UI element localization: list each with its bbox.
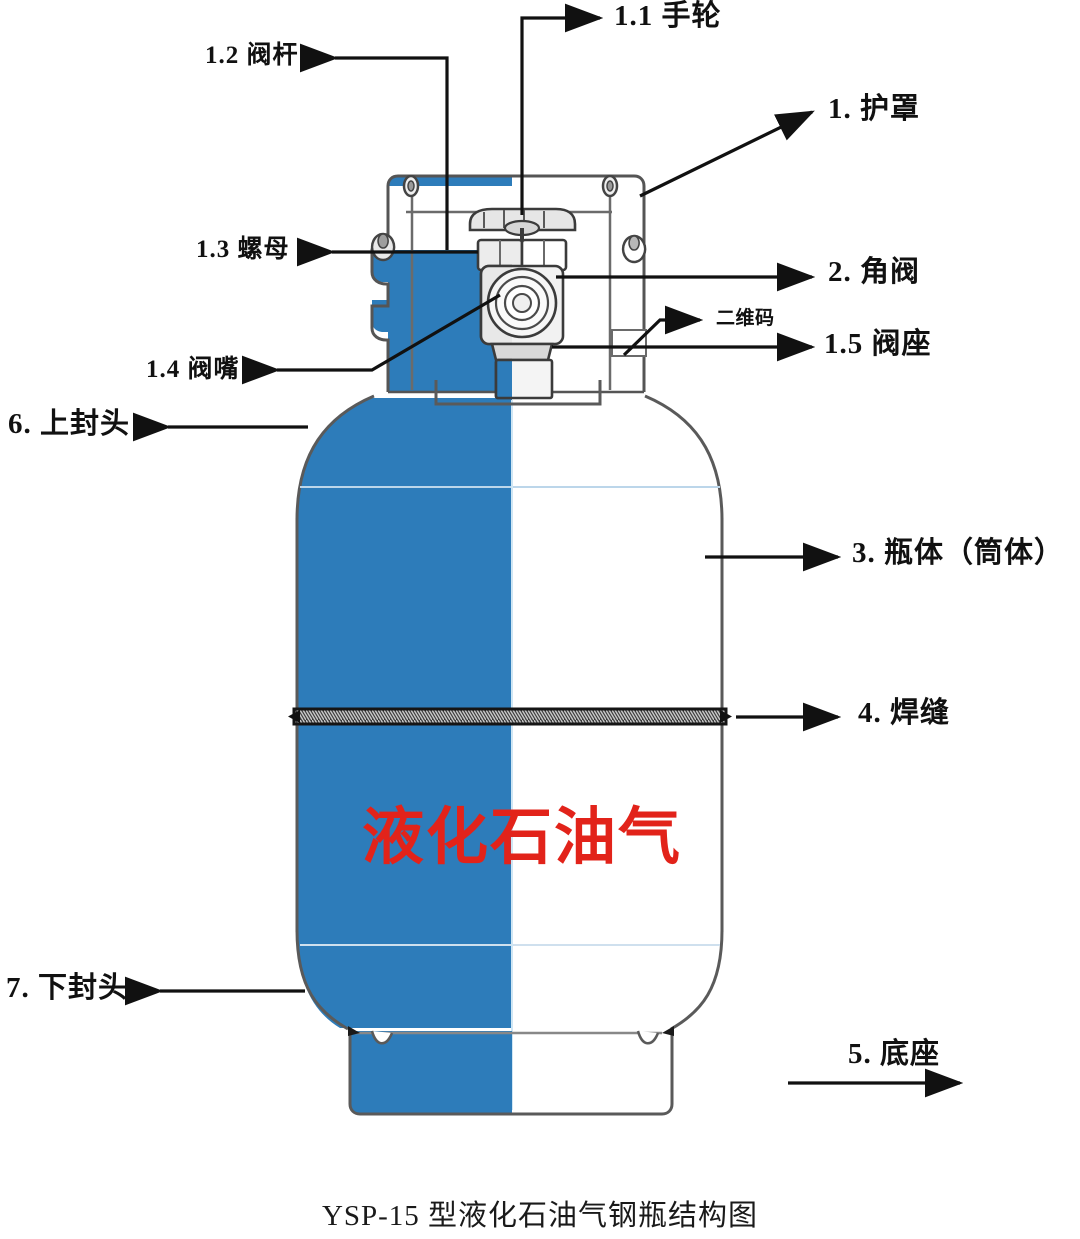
- label-valve-seat: 1.5 阀座: [824, 328, 932, 360]
- guard-handle-ears: [402, 174, 619, 198]
- leader-handwheel: [520, 3, 604, 215]
- cylinder-body-group: [288, 174, 732, 1116]
- leader-lines: [124, 3, 964, 1098]
- valve-nut: [476, 238, 568, 272]
- leader-guard: [639, 110, 815, 198]
- valve-body: [479, 264, 565, 346]
- label-shell: 3. 瓶体（筒体）: [852, 537, 1065, 569]
- label-nut: 1.3 螺母: [196, 236, 290, 263]
- leader-stem: [299, 43, 449, 250]
- label-qr-code: 二维码: [716, 308, 775, 329]
- label-upper-head: 6. 上封头: [8, 408, 131, 440]
- leader-qr-code: [622, 305, 704, 357]
- label-base: 5. 底座: [848, 1038, 941, 1070]
- valve-seat: [490, 342, 554, 400]
- label-weld: 4. 焊缝: [858, 697, 951, 729]
- handwheel: [468, 207, 577, 237]
- leader-nozzle: [241, 293, 501, 385]
- brand-text: 液化石油气: [361, 800, 682, 873]
- label-angle-valve: 2. 角阀: [828, 256, 921, 288]
- figure-caption: YSP-15 型液化石油气钢瓶结构图: [321, 1200, 759, 1232]
- label-nozzle: 1.4 阀嘴: [146, 356, 240, 383]
- protective-guard: [370, 174, 647, 406]
- weld-seam: [294, 709, 726, 724]
- label-lower-head: 7. 下封头: [6, 972, 129, 1004]
- base-foot-ring: [348, 1026, 674, 1116]
- label-guard: 1. 护罩: [828, 93, 921, 125]
- angle-valve-assembly: [468, 207, 577, 400]
- label-stem: 1.2 阀杆: [205, 42, 299, 69]
- label-handwheel: 1.1 手轮: [614, 0, 722, 32]
